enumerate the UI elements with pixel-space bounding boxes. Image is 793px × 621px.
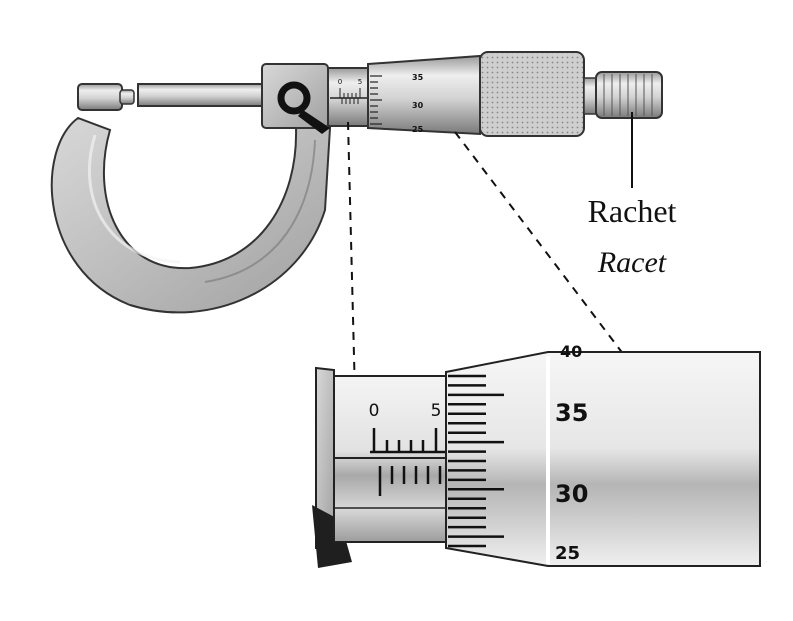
zoom-thimble — [445, 351, 761, 567]
micrometer-small: 0 5 35 30 25 — [50, 51, 663, 314]
zoom-thimble-mark-30: 30 — [555, 480, 588, 508]
zoom-sleeve-mark-0: 0 — [369, 401, 380, 421]
thimble-knurl — [479, 51, 585, 137]
zoom-thimble-mark-40-partial: 40 — [560, 342, 582, 361]
zoom-thimble-mark-35: 35 — [555, 399, 588, 427]
zoom-sleeve-mark-5: 5 — [431, 401, 442, 421]
ratchet-label-translation: Racet — [597, 246, 667, 279]
small-thimble-mark-35: 35 — [412, 73, 424, 82]
anvil — [77, 83, 123, 111]
sleeve — [327, 67, 371, 127]
small-sleeve-mark-5: 5 — [358, 78, 362, 86]
spindle — [137, 83, 263, 107]
small-thimble-mark-30: 30 — [412, 101, 424, 110]
zoom-thimble-mark-25: 25 — [555, 543, 580, 564]
micrometer-zoom: 0 5 40 35 30 25 — [312, 342, 761, 568]
thimble — [367, 54, 481, 136]
micrometer-frame — [50, 116, 332, 314]
ratchet — [595, 71, 663, 119]
ratchet-label: Rachet — [588, 193, 677, 229]
zoom-guide-left — [347, 121, 356, 396]
lock-ring — [277, 81, 311, 115]
small-thimble-mark-25: 25 — [412, 125, 424, 134]
lock-body — [261, 63, 329, 129]
small-sleeve-mark-0: 0 — [338, 78, 342, 86]
